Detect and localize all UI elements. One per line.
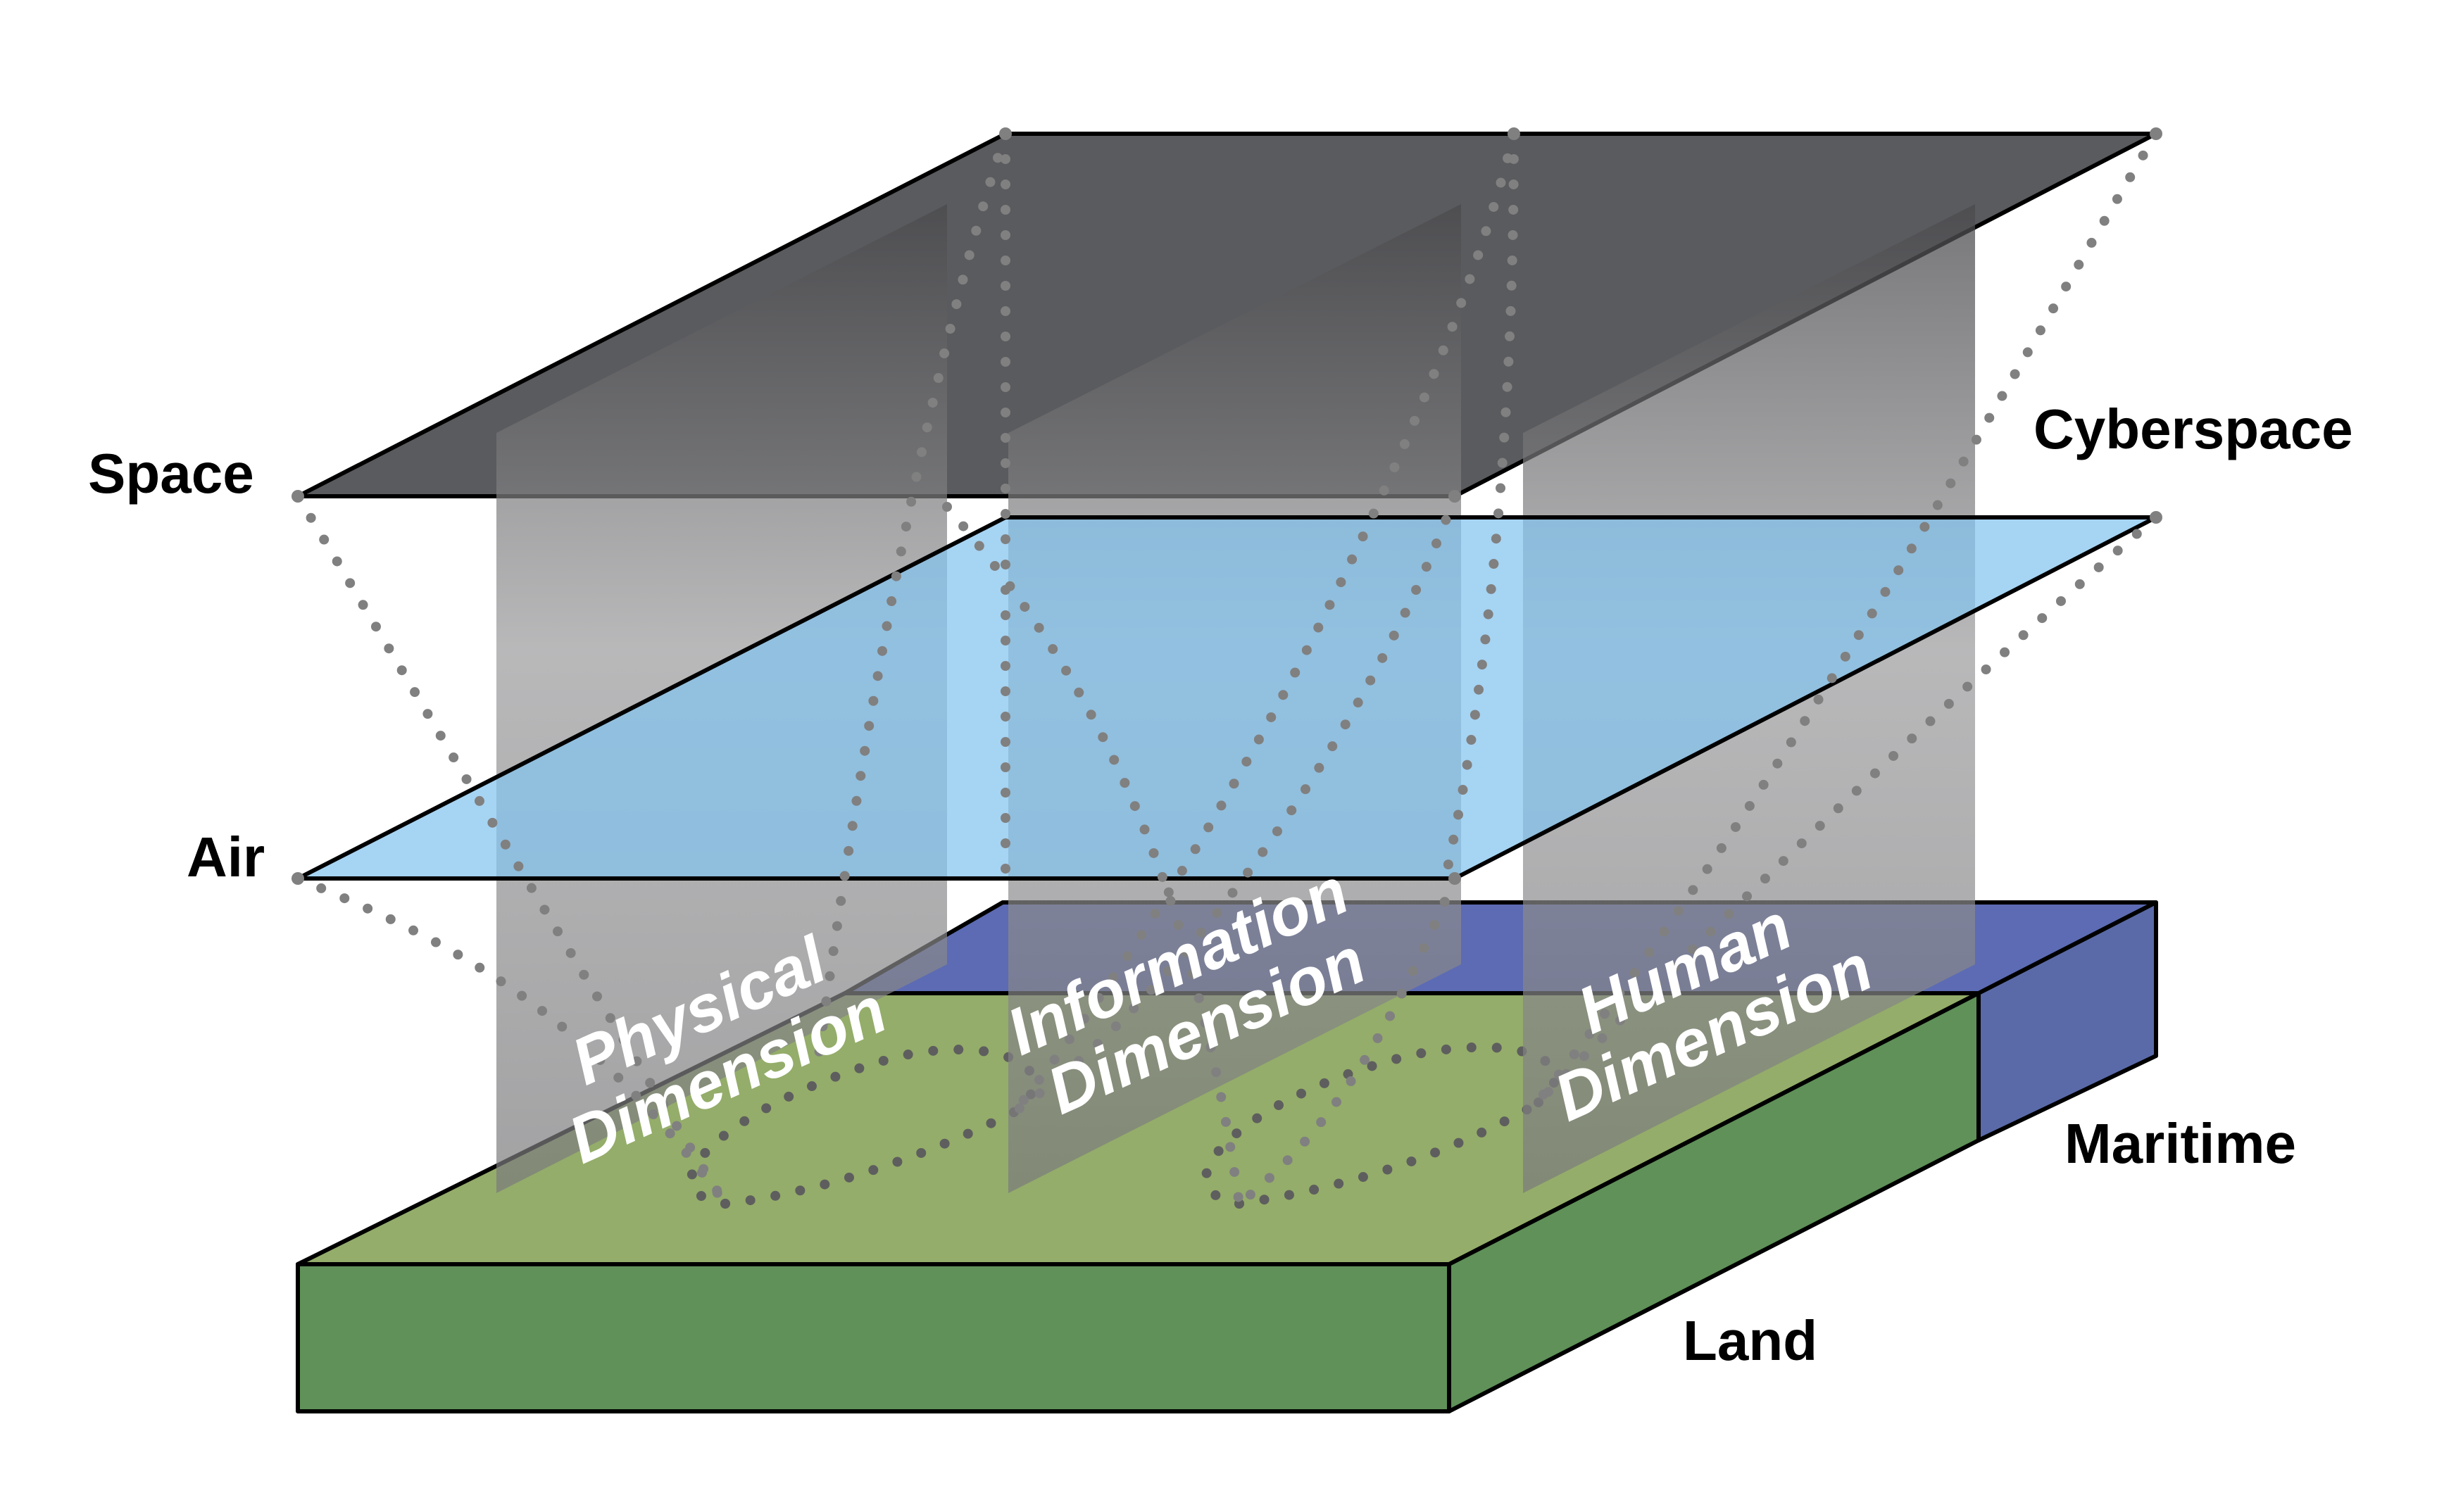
maritime-label: Maritime [2064,1112,2296,1175]
land-front-face [296,1262,1451,1413]
land-label: Land [1683,1309,1817,1372]
cyberspace-label: Cyberspace [2033,398,2353,460]
land-side-face [1447,991,1981,1413]
connector-dots [292,127,2162,1209]
air-label: Air [187,826,265,888]
space-label: Space [88,442,254,505]
